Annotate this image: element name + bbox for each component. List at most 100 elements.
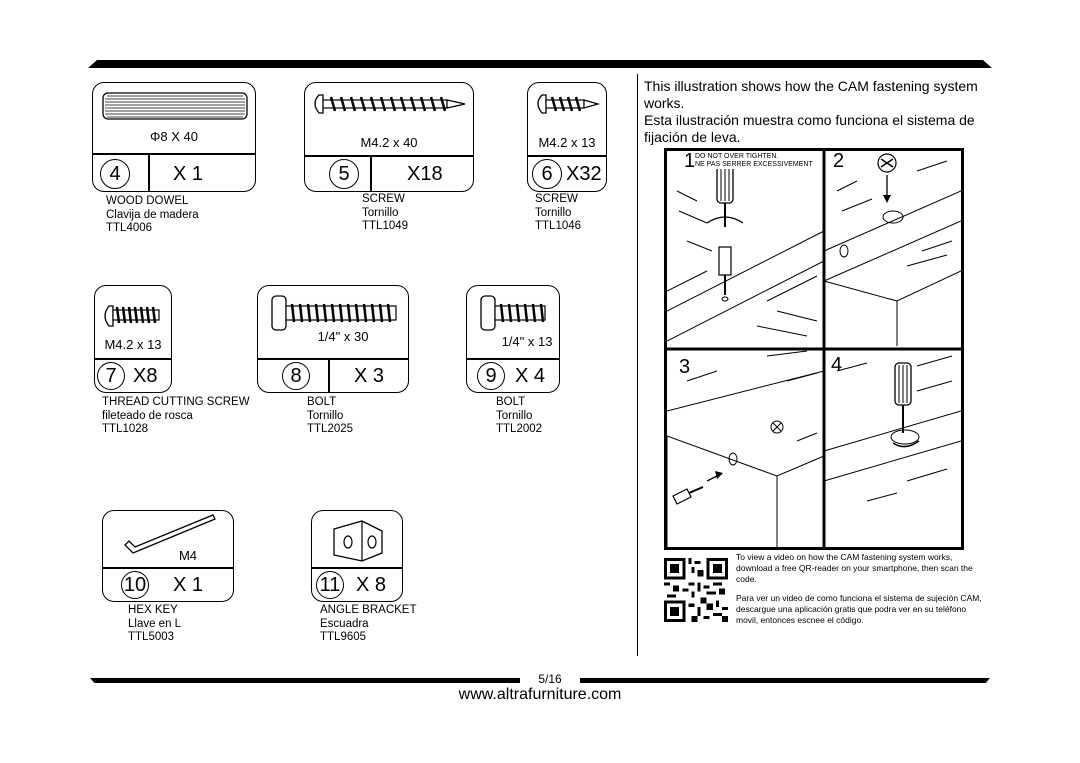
step-number-2: 2 [833, 150, 845, 172]
part-name-es: Tornillo [362, 206, 399, 219]
part-name-es: fileteado de rosca [102, 409, 193, 422]
qr-code-icon [664, 558, 728, 622]
part-code: TTL2002 [496, 423, 543, 435]
part-name-en: BOLT [307, 396, 337, 408]
cam-lock-icon [877, 153, 897, 203]
part-number: 10 [121, 571, 149, 599]
page-number: 5/16 [520, 672, 580, 686]
part-number: 6 [532, 159, 562, 189]
part-card-angle-bracket: 11 X 8 [311, 510, 403, 602]
part-number: 4 [100, 159, 130, 189]
divider [467, 358, 559, 360]
part-name-en: ANGLE BRACKET [320, 604, 417, 616]
cam-intro: This illustration shows how the CAM fast… [644, 78, 994, 146]
part-spec: 1/4" x 13 [501, 334, 553, 349]
qr-instructions: To view a video on how the CAM fastening… [736, 552, 990, 626]
bolt-insert-icon [672, 471, 723, 505]
divider [305, 155, 473, 157]
part-name-en: WOOD DOWEL [106, 195, 189, 207]
part-number: 9 [477, 362, 505, 390]
part-name-en: THREAD CUTTING SCREW [102, 396, 250, 408]
part-name-es: Tornillo [535, 206, 572, 219]
part-card-screw-5: M4.2 x 40 5 X18 [304, 82, 474, 192]
divider [370, 155, 372, 191]
step-number-4: 4 [831, 354, 843, 376]
divider [258, 358, 408, 360]
part-card-bolt-9: 1/4" x 13 9 X 4 [466, 285, 560, 393]
part-code: TTL9605 [320, 631, 367, 643]
part-card-hex-key: M4 10 X 1 [102, 510, 234, 602]
step-number-1: 1 [684, 150, 696, 172]
part-label: THREAD CUTTING SCREW fileteado de rosca … [102, 396, 250, 437]
part-quantity: X 8 [356, 574, 387, 596]
cam-intro-en: This illustration shows how the CAM fast… [644, 78, 978, 111]
part-quantity: X 4 [515, 365, 546, 387]
part-label: ANGLE BRACKET Escuadra TTL9605 [320, 604, 417, 645]
part-card-bolt-8: 1/4" x 30 8 X 3 [257, 285, 409, 393]
cam-steps-illustration: 1 DO NOT OVER TIGHTEN. NE PAS SERRER EXC… [664, 148, 964, 550]
part-name-en: SCREW [362, 193, 405, 205]
part-quantity: X32 [566, 163, 602, 185]
thread-cutting-screw-icon [104, 305, 160, 327]
part-label: HEX KEY Llave en L TTL5003 [128, 604, 181, 645]
bottom-rule [90, 678, 990, 683]
part-quantity: X 1 [173, 163, 204, 185]
divider [528, 155, 606, 157]
part-name-en: HEX KEY [128, 604, 178, 616]
divider [328, 358, 330, 392]
screw-icon [314, 94, 466, 114]
part-number: 7 [97, 362, 125, 390]
screwdriver-icon [706, 164, 744, 227]
step-number-3: 3 [679, 356, 691, 378]
part-label: SCREW Tornillo TTL1049 [362, 193, 408, 234]
divider [95, 358, 171, 360]
wood-dowel-icon [102, 92, 248, 120]
angle-bracket-icon [333, 520, 383, 562]
part-code: TTL4006 [106, 222, 153, 234]
part-label: BOLT Tornillo TTL2025 [307, 396, 353, 437]
part-spec: M4.2 x 40 [360, 135, 418, 150]
part-name-es: Escuadra [320, 617, 369, 630]
cam-intro-es: Esta ilustración muestra como funciona e… [644, 112, 975, 145]
bolt-icon [271, 295, 397, 331]
part-number: 8 [282, 362, 310, 390]
divider [312, 567, 402, 569]
part-code: TTL1028 [102, 423, 149, 435]
divider [103, 567, 233, 569]
part-code: TTL2025 [307, 423, 354, 435]
warning-en: DO NOT OVER TIGHTEN. [695, 153, 779, 160]
column-divider [637, 74, 638, 656]
warning-fr: NE PAS SERRER EXCESSIVEMENT [695, 161, 813, 168]
part-code: TTL1046 [535, 220, 582, 232]
qr-text-es: Para ver un video de como funciona el si… [736, 593, 982, 625]
part-spec: Φ8 X 40 [150, 129, 198, 144]
part-code: TTL1049 [362, 220, 409, 232]
part-card-thread-screw: M4.2 x 13 7 X8 [94, 285, 172, 393]
part-name-en: SCREW [535, 193, 578, 205]
divider [93, 153, 255, 155]
part-code: TTL5003 [128, 631, 175, 643]
part-name-es: Tornillo [496, 409, 533, 422]
part-quantity: X8 [133, 365, 158, 387]
divider [148, 153, 150, 191]
website-url: www.altrafurniture.com [458, 686, 622, 703]
part-quantity: X 1 [173, 574, 204, 596]
cam-dowel-icon [718, 246, 732, 302]
part-spec: 1/4" x 30 [317, 329, 369, 344]
step-warning: DO NOT OVER TIGHTEN. NE PAS SERRER EXCES… [695, 153, 813, 169]
part-label: BOLT Tornillo TTL2002 [496, 396, 542, 437]
part-quantity: X 3 [354, 365, 385, 387]
part-spec: M4.2 x 13 [538, 135, 596, 150]
cam-steps-drawing [667, 151, 961, 547]
qr-text-en: To view a video on how the CAM fastening… [736, 552, 973, 584]
screw-icon [537, 94, 601, 114]
part-name-es: Tornillo [307, 409, 344, 422]
part-name-es: Clavija de madera [106, 208, 199, 221]
part-spec: M4 [178, 548, 198, 563]
screwdriver-icon [894, 362, 912, 433]
bolt-icon [480, 295, 546, 331]
part-quantity: X18 [407, 163, 443, 185]
part-number: 5 [329, 159, 359, 189]
part-name-en: BOLT [496, 396, 526, 408]
hex-key-icon [124, 514, 216, 554]
